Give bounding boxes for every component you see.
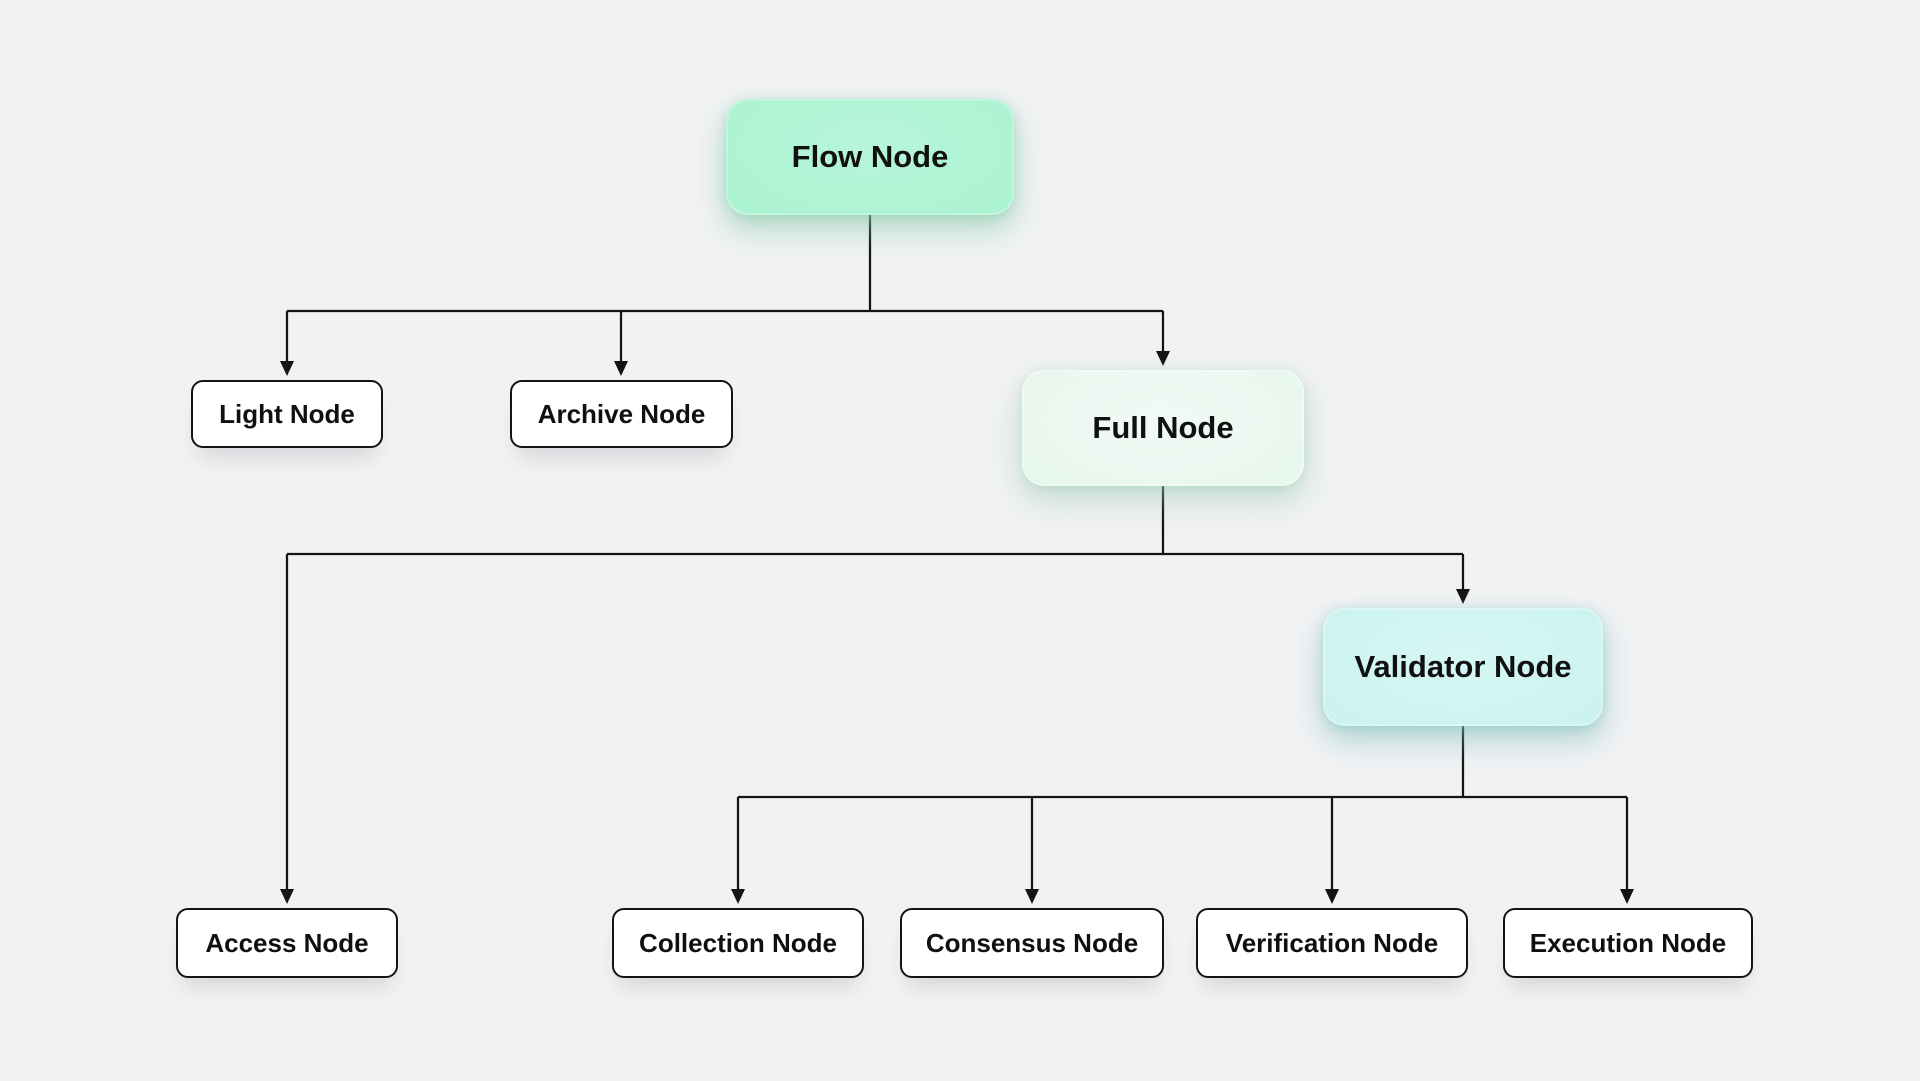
node-collection-label: Collection Node bbox=[639, 927, 837, 958]
arrowhead-collection bbox=[731, 889, 745, 904]
arrowhead-full bbox=[1156, 351, 1170, 366]
node-archive-label: Archive Node bbox=[537, 398, 706, 429]
node-access: Access Node bbox=[176, 908, 398, 978]
node-full-label: Full Node bbox=[1092, 410, 1234, 445]
edge-flow-children bbox=[285, 215, 1165, 362]
arrowhead-access bbox=[280, 889, 294, 904]
arrowhead-archive bbox=[614, 361, 628, 376]
arrowhead-light bbox=[280, 361, 294, 376]
arrowhead-validator bbox=[1456, 589, 1470, 604]
node-execution-label: Execution Node bbox=[1529, 927, 1727, 958]
node-consensus-label: Consensus Node bbox=[925, 927, 1139, 958]
node-full: Full Node bbox=[1022, 370, 1304, 486]
arrowhead-verification bbox=[1325, 889, 1339, 904]
arrowhead-consensus bbox=[1025, 889, 1039, 904]
node-execution: Execution Node bbox=[1503, 908, 1753, 978]
edge-validator-children bbox=[736, 726, 1629, 890]
node-flow: Flow Node bbox=[726, 99, 1014, 215]
node-archive: Archive Node bbox=[510, 380, 733, 448]
node-light-label: Light Node bbox=[219, 398, 355, 429]
node-verification: Verification Node bbox=[1196, 908, 1468, 978]
edge-full-children bbox=[285, 486, 1465, 890]
node-light: Light Node bbox=[191, 380, 383, 448]
node-validator: Validator Node bbox=[1323, 608, 1603, 726]
node-validator-label: Validator Node bbox=[1354, 649, 1572, 684]
node-verification-label: Verification Node bbox=[1225, 927, 1439, 958]
node-flow-label: Flow Node bbox=[791, 139, 949, 174]
node-collection: Collection Node bbox=[612, 908, 864, 978]
node-access-label: Access Node bbox=[205, 927, 369, 958]
node-consensus: Consensus Node bbox=[900, 908, 1164, 978]
arrowhead-execution bbox=[1620, 889, 1634, 904]
